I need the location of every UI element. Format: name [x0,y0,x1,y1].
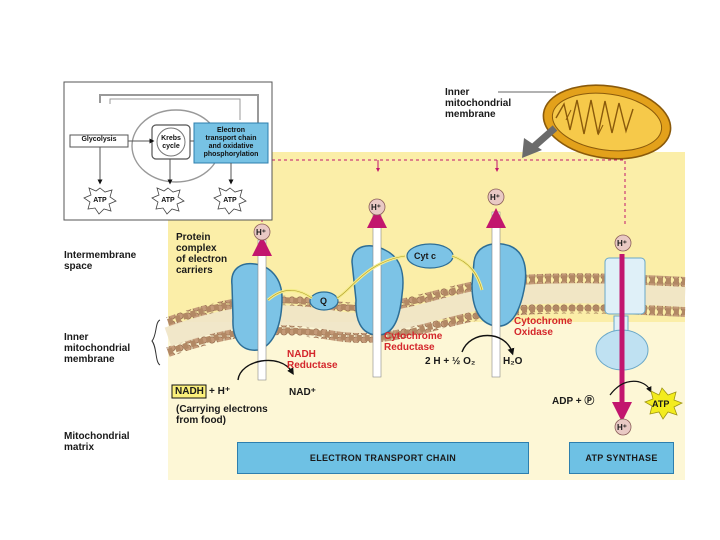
h-plus-3: H⁺ [490,193,500,202]
nadh-label: NADH [175,386,204,397]
atp-label-2: ATP [161,197,175,204]
atp-synthase-complex [595,254,649,422]
cytochrome-oxidase-label: Cytochrome Oxidase [514,316,573,338]
overview-panel [63,81,273,221]
nadh-box [171,384,207,399]
q-label: Q [320,296,328,306]
nad-label: NAD⁺ [289,387,316,398]
etc-bar: ELECTRON TRANSPORT CHAIN [237,442,529,474]
h-plus-1: H⁺ [256,228,266,237]
cytochrome-oxidase-complex [471,208,527,378]
nadh-reductase-complex [231,236,283,381]
membrane-brace [151,319,161,366]
nadh-reductase-label: NADH Reductase [287,349,338,371]
intermembrane-space-label: Intermembrane space [64,250,137,272]
protein-complex-label: Protein complex of electron carriers [176,232,228,276]
inner-membrane-label: Inner mitochondrial membrane [64,332,131,365]
water-reactants-label: 2 H + ½ O₂ [425,356,476,367]
plus-h-label: + H⁺ [209,386,231,397]
cyt-c-label: Cyt c [414,251,437,261]
krebs-cycle-label: Krebs cycle [161,135,181,150]
h-plus-markers [253,188,632,436]
inner-membrane-top-label: Inner mitochondrial membrane [445,87,512,120]
cytochrome-reductase-label: Cytochrome Reductase [384,331,443,353]
ubiquinone [309,291,339,311]
etc-overview-label: Electron transport chain and oxidative p… [203,127,259,158]
atp-label-3: ATP [223,197,237,204]
glycolysis-label: Glycolysis [81,136,117,143]
matrix-label: Mitochondrial matrix [64,431,130,453]
mitochondrion-icon [542,84,672,160]
atp-output-label: ATP [652,399,670,409]
atp-synthase-bar: ATP SYNTHASE [569,442,674,474]
h-plus-2: H⁺ [371,203,381,212]
water-product-label: H₂O [503,356,523,367]
cytochrome-reductase-complex [351,208,404,378]
atp-output-burst [644,387,683,420]
h-plus-5: H⁺ [617,423,627,432]
carrying-electrons-label: (Carrying electrons from food) [176,404,268,426]
adp-pi-label: ADP + Ⓟ [552,396,595,407]
atp-label-1: ATP [93,197,107,204]
h-plus-4: H⁺ [617,239,627,248]
